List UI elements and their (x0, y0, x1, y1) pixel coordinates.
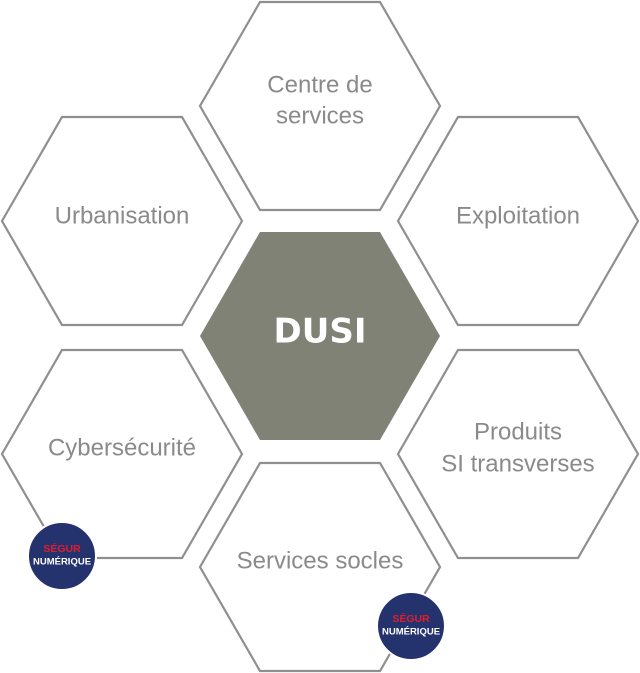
hex-label-line: Centre de (267, 71, 372, 98)
hex-label-line: Produits (474, 418, 562, 445)
center-label: DUSI (274, 312, 367, 352)
hex-label-line: Exploitation (456, 202, 580, 229)
hex-label-line: Urbanisation (55, 202, 190, 229)
segur-numerique-badge: SÉGUR NUMÉRIQUE (27, 521, 97, 591)
hex-centre-de-services: Centre de services (198, 0, 442, 212)
hex-dusi-center: DUSI (200, 232, 440, 440)
hex-label-line: Services socles (237, 547, 404, 574)
badge-bottom-text: NUMÉRIQUE (382, 627, 440, 638)
hex-exploitation: Exploitation (396, 115, 640, 327)
segur-numerique-badge: SÉGUR NUMÉRIQUE (376, 591, 446, 661)
hex-label-line: Cybersécurité (48, 434, 196, 461)
hex-label-line: services (276, 102, 364, 129)
badge-top-text: SÉGUR (43, 542, 81, 555)
hex-urbanisation: Urbanisation (0, 115, 244, 327)
badge-bottom-text: NUMÉRIQUE (33, 557, 91, 568)
hex-label-line: SI transverses (441, 450, 594, 477)
hex-cybersecurite: Cybersécurité (0, 348, 244, 560)
hex-produits-si-transverses: Produits SI transverses (396, 348, 640, 560)
badge-top-text: SÉGUR (392, 612, 430, 625)
